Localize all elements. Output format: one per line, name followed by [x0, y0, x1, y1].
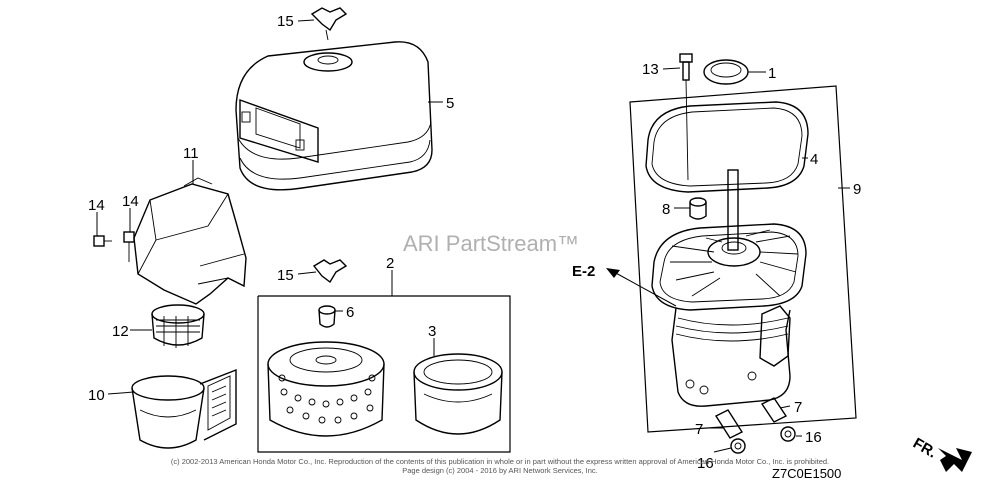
- gasket-4-drawing: [645, 101, 809, 193]
- callout-3: 3: [428, 323, 436, 340]
- callout-1: 1: [768, 65, 776, 82]
- callout-9: 9: [853, 181, 861, 198]
- tube-7-right-drawing: [760, 397, 788, 423]
- grommet-6-drawing: [318, 305, 336, 328]
- callout-2: 2: [386, 255, 394, 272]
- callout-10: 10: [88, 387, 105, 404]
- copyright-line-1: (c) 2002-2013 American Honda Motor Co., …: [171, 457, 829, 466]
- watermark-text: ARI PartStream™: [403, 231, 579, 256]
- wing-nut-top-drawing: [310, 7, 348, 41]
- cap-16-right-drawing: [780, 426, 796, 442]
- air-cleaner-cover-drawing: [235, 41, 433, 191]
- callout-16-right: 16: [805, 429, 822, 446]
- callout-15-top: 15: [277, 13, 294, 30]
- callout-5: 5: [446, 95, 454, 112]
- callout-13: 13: [642, 61, 659, 78]
- front-direction-arrow: [938, 448, 972, 472]
- callout-14-right: 14: [122, 193, 139, 210]
- front-direction-label: FR.: [910, 435, 939, 462]
- leader-lines: [96, 19, 850, 453]
- callout-7-left: 7: [695, 421, 703, 438]
- wing-nut-lower-drawing: [312, 259, 348, 284]
- callout-16-left: 16: [697, 455, 714, 472]
- foam-filter-drawing: [413, 353, 503, 435]
- tube-7-left-drawing: [714, 409, 744, 439]
- box-part-2: [258, 295, 511, 453]
- intake-duct-drawing: [133, 177, 247, 305]
- callout-11: 11: [183, 145, 199, 162]
- collar-8-drawing: [689, 197, 707, 220]
- callout-6: 6: [346, 304, 354, 321]
- cap-16-left-drawing: [730, 438, 746, 454]
- air-cleaner-elbow-drawing: [131, 368, 237, 449]
- callout-8: 8: [662, 201, 670, 218]
- callout-14-left: 14: [88, 197, 105, 214]
- reference-e2-label: E-2: [572, 263, 595, 280]
- e2-arrowhead: [606, 268, 620, 278]
- callout-12: 12: [112, 323, 129, 340]
- air-cleaner-case-drawing: [651, 169, 807, 407]
- callout-7-right: 7: [794, 399, 802, 416]
- ring-1-drawing: [703, 59, 749, 85]
- diagram-code: Z7C0E1500: [772, 466, 841, 481]
- bolt-13-drawing: [679, 53, 693, 181]
- callout-15-lower: 15: [277, 267, 294, 284]
- paper-filter-element-drawing: [267, 341, 385, 437]
- callout-4: 4: [810, 151, 818, 168]
- box-part-2-left: [257, 296, 404, 453]
- e2-arrow-line: [613, 271, 677, 307]
- copyright-line-2: Page design (c) 2004 - 2016 by ARI Netwo…: [402, 466, 598, 475]
- filter-screen-drawing: [151, 304, 205, 348]
- box-part-9: [629, 85, 857, 433]
- screw-14-drawing: [93, 231, 135, 262]
